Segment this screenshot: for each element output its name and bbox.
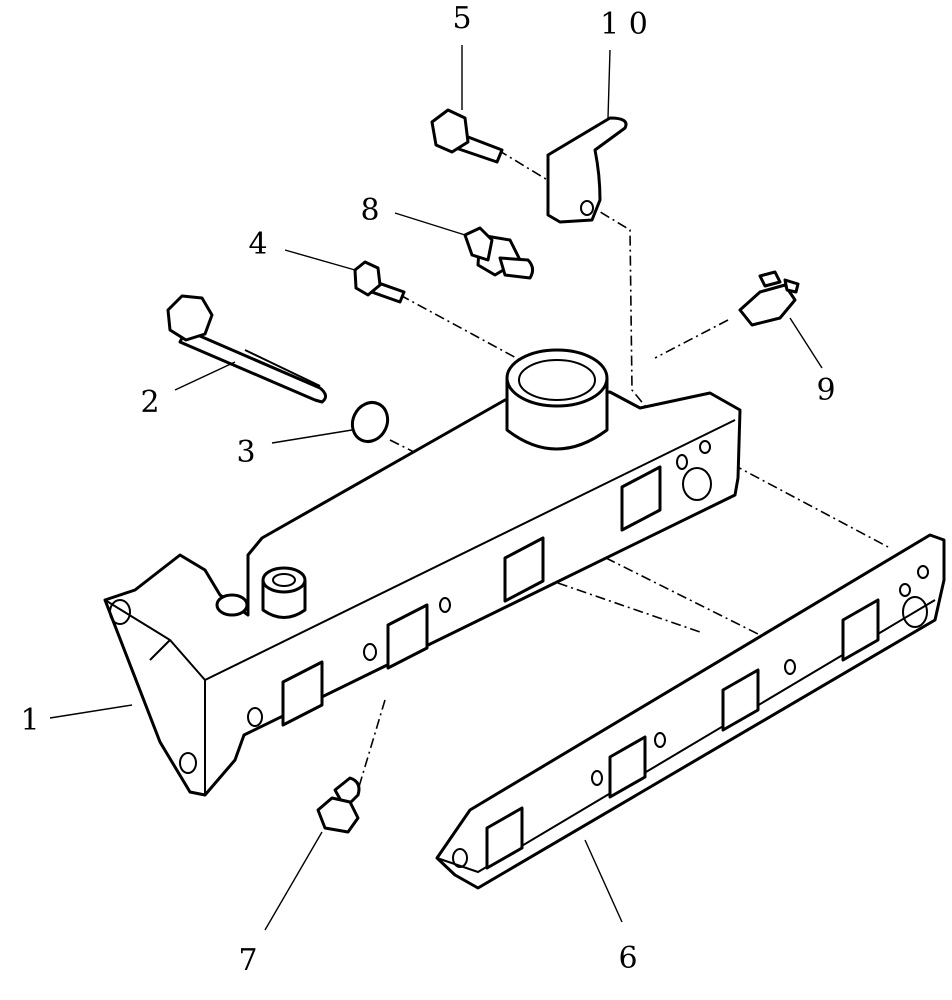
threaded-fitting	[463, 226, 535, 280]
label-part-9: 9	[816, 373, 835, 408]
label-part-7: 7	[238, 943, 257, 978]
hex-bolt	[430, 108, 504, 164]
label-part-6: 6	[618, 941, 637, 976]
manifold-body	[103, 348, 742, 797]
o-ring	[350, 401, 390, 443]
label-part-5: 5	[452, 1, 471, 36]
temperature-sensor	[738, 270, 800, 327]
leader-lines	[49, 45, 823, 931]
bracket	[546, 116, 628, 224]
label-part-3: 3	[236, 435, 255, 470]
label-part-10: 1 0	[600, 7, 648, 42]
small-screw	[353, 260, 406, 304]
drain-plug	[316, 776, 361, 834]
gasket-plate	[435, 533, 946, 890]
long-bolt	[166, 294, 327, 404]
label-part-2: 2	[140, 385, 159, 420]
label-part-8: 8	[360, 193, 379, 228]
part-labels: 5 1 0 8 4 2 3 9 1 7 6	[20, 1, 835, 978]
label-part-1: 1	[20, 703, 39, 738]
label-part-4: 4	[248, 227, 267, 262]
